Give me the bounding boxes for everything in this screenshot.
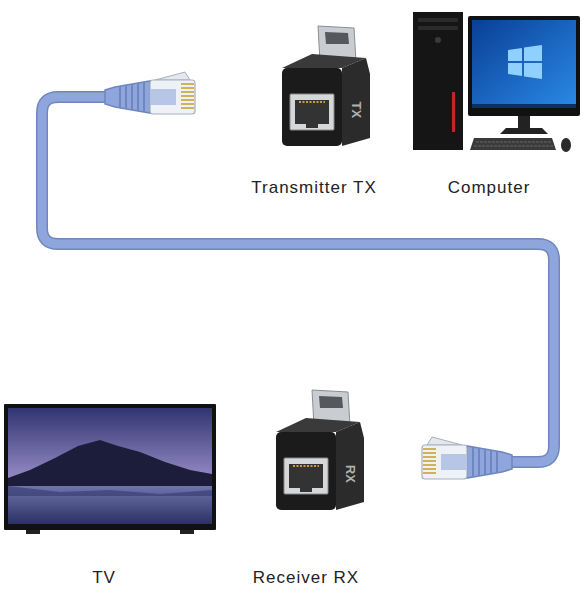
embossed-mark: TX: [348, 102, 364, 119]
receiver-dongle: [276, 390, 364, 510]
embossed-mark: RX: [342, 465, 358, 483]
transmitter-dongle: [282, 26, 370, 146]
device-label: TV: [92, 568, 116, 588]
tv-icon: [4, 404, 216, 534]
computer-icon: [413, 12, 580, 152]
device-label: Receiver RX: [253, 568, 359, 588]
device-label: Computer: [448, 178, 531, 198]
device-label: Transmitter TX: [251, 178, 376, 198]
